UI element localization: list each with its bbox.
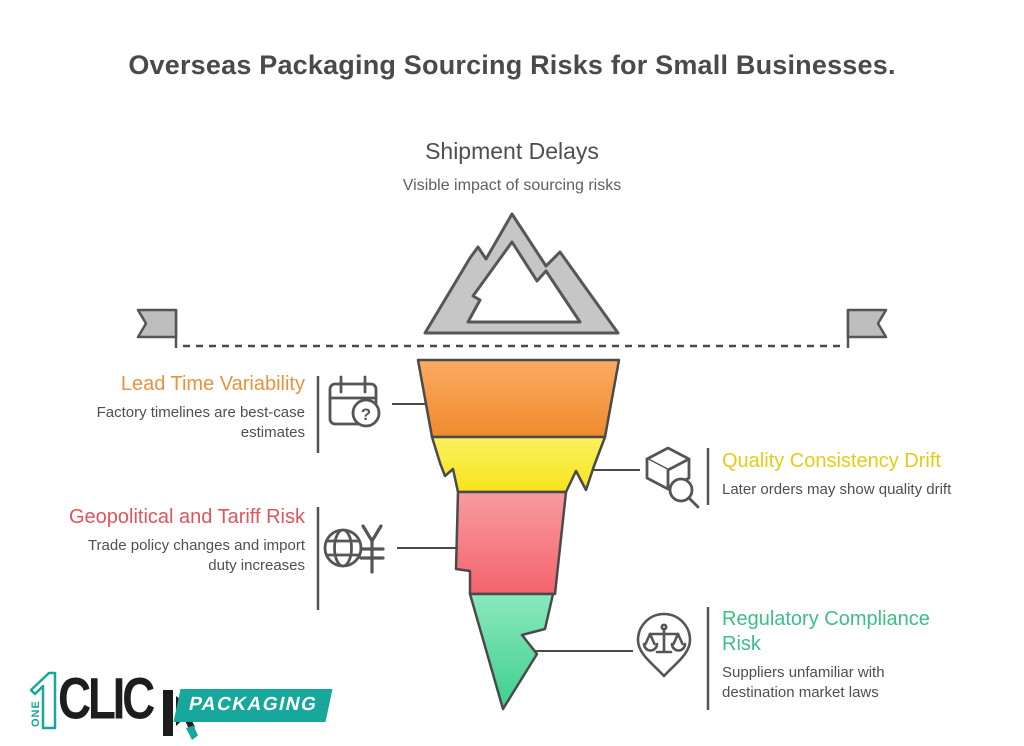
- calendar-question-icon: ?: [328, 375, 381, 428]
- surface-heading: Shipment Delays: [425, 138, 599, 164]
- svg-text:ONE: ONE: [30, 700, 42, 727]
- brand-wordmark: CLIC: [58, 665, 155, 732]
- box-magnifier-icon: [645, 446, 700, 509]
- flag-left-icon: [136, 308, 178, 348]
- brand-logo: ONE CLIC PACKAGING: [26, 662, 333, 742]
- funnel-segment-lead-time: [416, 358, 621, 439]
- risk-desc-geopolitical: Trade policy changes and import duty inc…: [87, 537, 305, 575]
- funnel-segment-regulatory: [468, 592, 555, 711]
- globe-yen-icon: [323, 524, 385, 574]
- brand-badge: PACKAGING: [173, 689, 333, 722]
- one-numeral-icon: ONE: [29, 671, 57, 730]
- funnel-segment-geopolitical: [454, 490, 568, 596]
- page-title: Overseas Packaging Sourcing Risks for Sm…: [128, 50, 896, 80]
- risk-title-regulatory: Regulatory Compliance Risk: [722, 608, 930, 655]
- risk-title-geopolitical: Geopolitical and Tariff Risk: [68, 506, 305, 528]
- risk-title-quality: Quality Consistency Drift: [722, 450, 941, 472]
- risk-label-quality: Quality Consistency Drift Later orders m…: [722, 449, 1007, 500]
- flag-right-icon: [846, 308, 888, 348]
- risk-label-lead-time: Lead Time Variability Factory timelines …: [58, 372, 305, 444]
- risk-desc-quality: Later orders may show quality drift: [722, 481, 952, 498]
- risk-label-geopolitical: Geopolitical and Tariff Risk Trade polic…: [58, 505, 305, 577]
- mountain-icon: [423, 212, 620, 335]
- risk-desc-regulatory: Suppliers unfamiliar with destination ma…: [722, 664, 885, 702]
- risk-title-lead-time: Lead Time Variability: [120, 373, 305, 395]
- surface-subheading: Visible impact of sourcing risks: [402, 177, 622, 194]
- funnel-segment-quality: [430, 435, 607, 494]
- risk-desc-lead-time: Factory timelines are best-case estimate…: [96, 404, 305, 442]
- risk-label-regulatory: Regulatory Compliance Risk Suppliers unf…: [722, 607, 947, 704]
- scales-pin-icon: [636, 612, 692, 678]
- svg-text:?: ?: [361, 405, 371, 424]
